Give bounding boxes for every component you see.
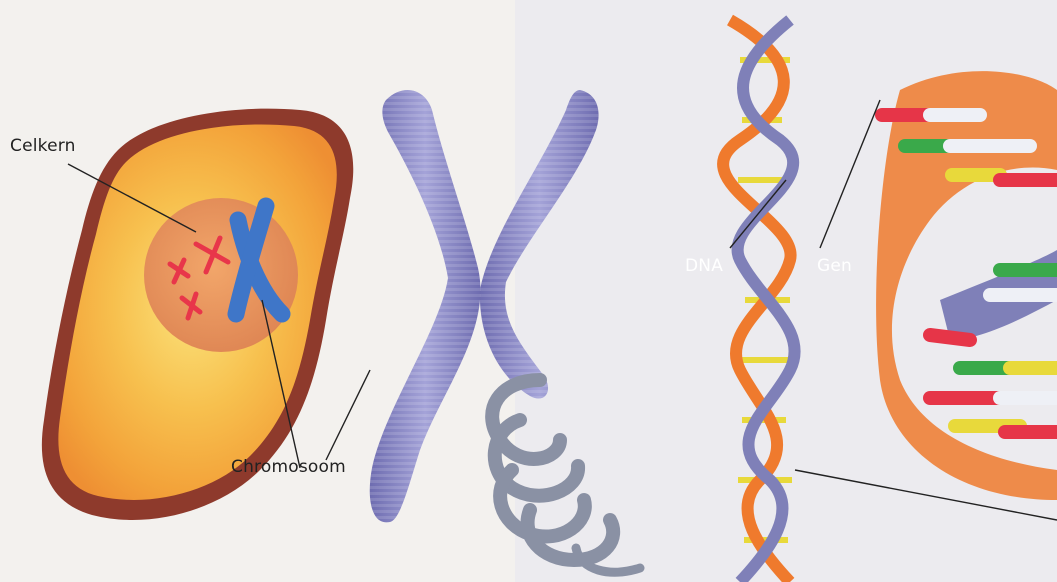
- label-chromosoom: Chromosoom: [231, 457, 346, 477]
- label-celkern: Celkern: [10, 136, 76, 156]
- label-dna: DNA: [685, 256, 723, 276]
- nucleus: [144, 198, 298, 352]
- label-gen: Gen: [817, 256, 852, 276]
- leader-chromosoom-b: [326, 370, 370, 460]
